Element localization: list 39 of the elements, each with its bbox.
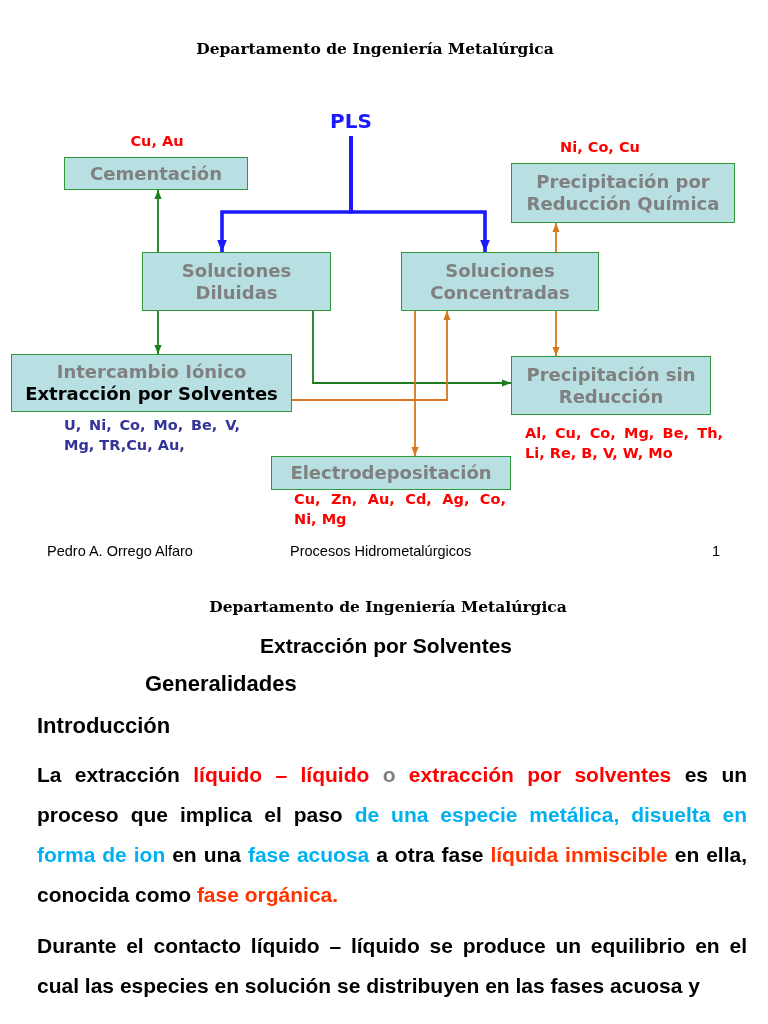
flow-arrow [312, 310, 512, 387]
body-paragraph: La extracción líquido – líquido o extracción por solventes es un proceso que implica el paso de una especie metálica, disuelta en forma de ion en una fase acuosa a otra fase líquida inmiscible en ella, conocida como fase orgánica. [37, 762, 747, 908]
element-list: Al, Cu, Co, Mg, Be, Th, Li, Re, B, V, W, Mo [525, 423, 723, 463]
source-label: PLS [330, 109, 372, 133]
flow-arrow [411, 310, 419, 457]
flow-arrow [154, 189, 162, 253]
author-footer: Pedro A. Orrego Alfaro [47, 542, 193, 561]
element-list: Cu, Zn, Au, Cd, Ag, Co, Ni, Mg [294, 489, 506, 529]
flow-arrow [349, 136, 490, 252]
process-label: Precipitación sin Reducción [525, 363, 697, 408]
process-label: Intercambio Iónico [56, 361, 247, 383]
flow-arrow [552, 222, 560, 253]
process-label: Extracción por Solventes [25, 383, 278, 405]
process-label: Soluciones Diluidas [180, 259, 293, 304]
slide-title: Extracción por Solventes [258, 633, 514, 659]
process-label: Precipitación por Reducción Química [525, 171, 721, 215]
element-list: Ni, Co, Cu [535, 137, 665, 157]
flow-arrow [154, 310, 162, 355]
element-list: Cu, Au [92, 131, 222, 151]
department-heading: Departamento de Ingeniería Metalúrgica [208, 597, 568, 617]
process-box [511, 356, 711, 415]
subsection-heading: Introducción [37, 712, 171, 740]
course-footer: Procesos Hidrometalúrgicos [290, 542, 472, 561]
body-paragraph: Durante el contacto líquido – líquido se produce un equilibrio en el cual las especies en solución se distribuyen en las fases acuosa y [37, 933, 747, 999]
element-list: U, Ni, Co, Mo, Be, V, Mg, TR,Cu, Au, [64, 415, 240, 455]
page-number: 1 [712, 542, 721, 561]
department-heading: Departamento de Ingeniería Metalúrgica [195, 39, 555, 59]
process-label: Soluciones Concentradas [429, 259, 571, 304]
process-box [64, 157, 248, 190]
process-box [142, 252, 331, 311]
section-heading: Generalidades [145, 670, 297, 698]
process-label: Cementación [90, 162, 222, 185]
flow-arrow [552, 310, 560, 357]
process-box [511, 163, 735, 223]
process-label: Electrodepositación [290, 462, 492, 484]
flow-arrow [291, 310, 451, 401]
process-box [401, 252, 599, 311]
process-box [11, 354, 292, 412]
process-box [271, 456, 511, 490]
